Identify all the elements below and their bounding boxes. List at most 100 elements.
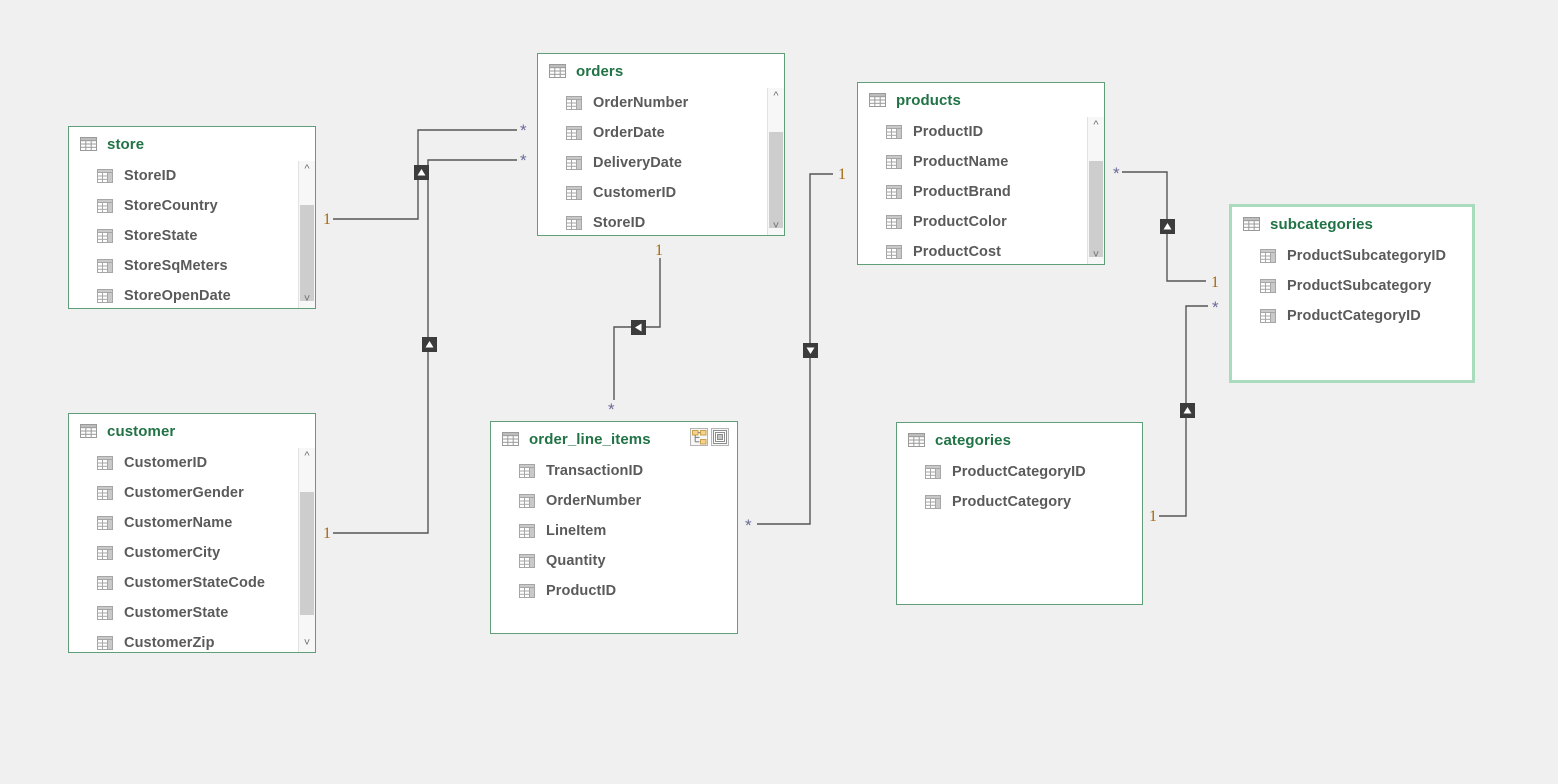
column-icon [97,289,113,303]
field-row[interactable]: ProductColor [858,207,1104,237]
field-row[interactable]: ProductCategoryID [897,457,1142,487]
cardinality-many-label: * [1212,298,1219,317]
scrollbar-thumb[interactable] [300,492,314,615]
table-card-categories[interactable]: categories ProductCategoryID ProductCate… [896,422,1143,605]
table-header-order_line_items[interactable]: order_line_items [491,422,737,456]
field-row[interactable]: CustomerStateCode [69,568,315,598]
cross-filter-triangle-left-icon[interactable] [631,320,646,335]
cross-filter-triangle-down-icon[interactable] [803,343,818,358]
field-label: CustomerName [124,515,233,531]
field-label: TransactionID [546,463,644,479]
table-header-orders[interactable]: orders [538,54,784,88]
table-icon [869,93,886,107]
cardinality-one-label: 1 [1149,508,1157,525]
column-icon [566,216,582,230]
scroll-down-icon[interactable]: ˅ [772,220,780,232]
field-row[interactable]: ProductSubcategoryID [1232,241,1472,271]
field-label: StoreCountry [124,198,218,214]
column-icon [97,546,113,560]
table-scrollbar[interactable]: ^ ˅ [767,88,784,235]
cross-filter-triangle-up-icon[interactable] [414,165,429,180]
field-label: CustomerID [593,185,677,201]
table-card-products[interactable]: products ProductID ProductName ProductBr… [857,82,1105,265]
scrollbar-thumb[interactable] [769,132,783,228]
field-row[interactable]: StoreOpenDate [69,281,315,308]
field-row[interactable]: CustomerState [69,598,315,628]
field-row[interactable]: StoreID [69,161,315,191]
scroll-up-icon[interactable]: ^ [304,450,310,462]
field-row[interactable]: CustomerID [538,178,784,208]
scroll-down-icon[interactable]: ˅ [303,637,311,649]
field-row[interactable]: CustomerID [69,448,315,478]
table-card-store[interactable]: store StoreID StoreCountry StoreState St… [68,126,316,309]
cross-filter-triangle-up-icon[interactable] [422,337,437,352]
column-icon [886,155,902,169]
table-card-subcategories[interactable]: subcategories ProductSubcategoryID Produ… [1229,204,1475,383]
field-row[interactable]: OrderDate [538,118,784,148]
column-icon [886,185,902,199]
table-card-order_line_items[interactable]: order_line_items TransactionID OrderNumb… [490,421,738,634]
table-title: orders [576,62,624,80]
field-row[interactable]: DeliveryDate [538,148,784,178]
field-row[interactable]: ProductName [858,147,1104,177]
field-label: StoreState [124,228,198,244]
field-row[interactable]: ProductSubcategory [1232,271,1472,301]
field-label: CustomerZip [124,635,215,651]
field-row[interactable]: ProductCategoryID [1232,301,1472,331]
field-row[interactable]: StoreSqMeters [69,251,315,281]
expand-card-icon-button[interactable] [711,428,729,446]
field-row[interactable]: ProductCost [858,237,1104,264]
table-fields-store: StoreID StoreCountry StoreState StoreSqM… [69,161,315,308]
table-header-subcategories[interactable]: subcategories [1232,207,1472,241]
field-row[interactable]: CustomerGender [69,478,315,508]
field-row[interactable]: Quantity [491,546,737,576]
field-row[interactable]: ProductBrand [858,177,1104,207]
field-label: ProductColor [913,214,1007,230]
field-label: StoreID [124,168,177,184]
table-scrollbar[interactable]: ^ ˅ [1087,117,1104,264]
scroll-down-icon[interactable]: ˅ [303,293,311,305]
scrollbar-thumb[interactable] [1089,161,1103,257]
table-scrollbar[interactable]: ^ ˅ [298,448,315,652]
field-row[interactable]: StoreID [538,208,784,235]
column-icon [886,215,902,229]
field-row[interactable]: TransactionID [491,456,737,486]
field-row[interactable]: OrderNumber [538,88,784,118]
table-card-customer[interactable]: customer CustomerID CustomerGender Custo… [68,413,316,653]
cross-filter-triangle-up-icon[interactable] [1160,219,1175,234]
scroll-up-icon[interactable]: ^ [1093,119,1099,131]
field-row[interactable]: CustomerName [69,508,315,538]
field-label: CustomerID [124,455,208,471]
table-header-products[interactable]: products [858,83,1104,117]
field-label: ProductCategoryID [1287,308,1421,324]
field-row[interactable]: CustomerZip [69,628,315,652]
header-icon-group [690,428,729,446]
column-icon [519,524,535,538]
field-row[interactable]: ProductID [858,117,1104,147]
table-header-store[interactable]: store [69,127,315,161]
field-row[interactable]: LineItem [491,516,737,546]
table-header-categories[interactable]: categories [897,423,1142,457]
column-icon [1260,309,1276,323]
table-scrollbar[interactable]: ^ ˅ [298,161,315,308]
field-row[interactable]: ProductCategory [897,487,1142,517]
table-card-orders[interactable]: orders OrderNumber OrderDate DeliveryDat… [537,53,785,236]
field-row[interactable]: OrderNumber [491,486,737,516]
field-row[interactable]: CustomerCity [69,538,315,568]
scroll-up-icon[interactable]: ^ [304,163,310,175]
table-header-customer[interactable]: customer [69,414,315,448]
scrollbar-thumb[interactable] [300,205,314,301]
scroll-up-icon[interactable]: ^ [773,90,779,102]
field-list: ProductID ProductName ProductBrand Produ… [858,117,1104,264]
field-row[interactable]: StoreState [69,221,315,251]
field-row[interactable]: StoreCountry [69,191,315,221]
scroll-down-icon[interactable]: ˅ [1092,249,1100,261]
expand-card-icon [713,430,727,444]
field-list: CustomerID CustomerGender CustomerName C… [69,448,315,652]
cross-filter-triangle-up-icon[interactable] [1180,403,1195,418]
field-row[interactable]: ProductID [491,576,737,606]
table-icon [908,433,925,447]
column-icon [519,464,535,478]
related-tables-icon-button[interactable] [690,428,708,446]
